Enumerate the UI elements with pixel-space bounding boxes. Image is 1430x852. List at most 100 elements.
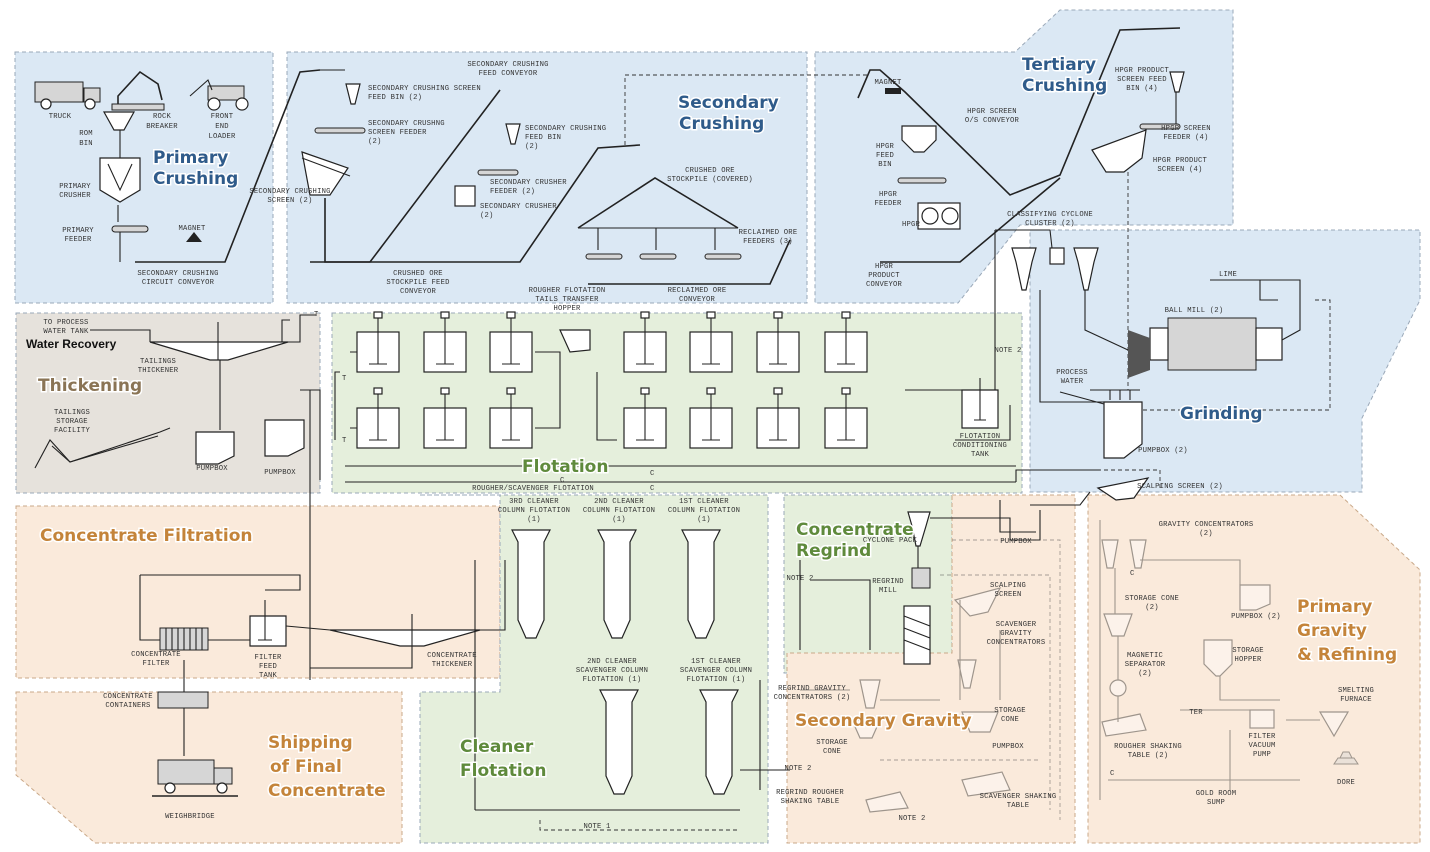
- cleaner-column-3rd: [511, 529, 551, 639]
- secondary-crusher-icon: [454, 185, 476, 207]
- regrind-gravity-concentrator: [859, 679, 881, 709]
- rom-bin: [102, 111, 136, 131]
- marker-t-6: T: [314, 311, 319, 319]
- concentrate-filter-icon: [159, 627, 209, 651]
- marker-t-5: T: [342, 437, 347, 445]
- label-weighbridge: WEIGHBRIDGE: [165, 813, 215, 821]
- label-secondary-crusher: SECONDARY CRUSHER(2): [480, 203, 557, 220]
- dore-icon: [1333, 751, 1359, 765]
- label-pumpbox-grinding: PUMPBOX (2): [1138, 447, 1188, 455]
- crushed-ore-stockpile-conveyor: [310, 144, 641, 263]
- marker-t-4: T: [342, 375, 347, 383]
- zone-titles: Primary Crushing Secondary Crushing Tert…: [26, 54, 1399, 803]
- marker-c-1: C: [560, 477, 565, 485]
- primary-feeder-icon: [111, 205, 149, 233]
- hpgr-icon: [917, 202, 961, 230]
- label-truck: TRUCK: [49, 113, 72, 121]
- zone-title-concentrate-regrind-line1: Concentrate: [796, 520, 914, 540]
- regrind-mill-icon: [903, 567, 931, 665]
- gravity-concentrator-2: [1129, 539, 1147, 569]
- thickening-equipment: [34, 314, 316, 469]
- flotation-cell-r1-2: [423, 311, 467, 373]
- flotation-piping: [300, 329, 1100, 483]
- magnetic-separator-icon: [1109, 679, 1127, 697]
- zone-title-cleaner-flotation: Cleaner Flotation: [460, 737, 546, 781]
- label-magnet-2: MAGNET: [874, 79, 902, 87]
- zone-title-water-recovery: Water Recovery: [26, 337, 117, 351]
- hpgr-product-conveyor: [880, 177, 1061, 263]
- reclaim-feeder-1: [585, 253, 623, 260]
- storage-cone-1: [851, 719, 881, 739]
- magnet-2-icon: [885, 88, 901, 94]
- scavenger-shaking-table: [961, 771, 1011, 797]
- zone-title-secondary-crushing: Secondary Crushing: [678, 93, 785, 134]
- label-note-2-4: NOTE 2: [898, 815, 925, 823]
- cleaner-columns: [511, 529, 739, 795]
- label-pumpbox: PUMPBOX: [196, 465, 228, 473]
- flotation-cell-r2-3: [489, 387, 533, 449]
- flotation-cell-r1-5: [689, 311, 733, 373]
- zone-secondary-crushing: [286, 51, 808, 304]
- scalping-screen: [1096, 477, 1150, 501]
- marker-c-3: C: [650, 485, 655, 493]
- zone-title-secondary-crushing-line1: Secondary: [678, 93, 779, 113]
- flotation-cell-r2-1: [356, 387, 400, 449]
- flotation-cell-r1-1: [356, 311, 400, 373]
- label-gravity-concentrators: GRAVITY CONCENTRATORS(2): [1159, 521, 1254, 538]
- label-pumpbox-2: PUMPBOX: [264, 469, 296, 477]
- marker-c-8: C: [1110, 770, 1115, 778]
- smelting-furnace-icon: [1318, 711, 1350, 738]
- haul-truck-icon: [157, 759, 233, 794]
- secondary-crusher-feeder: [477, 169, 519, 176]
- tertiary-crushing-equipment: [857, 27, 1185, 390]
- flotation-cell-r1-7: [824, 311, 868, 373]
- flotation-cells: [350, 311, 868, 449]
- zone-title-grinding: Grinding: [1180, 404, 1263, 424]
- scavenger-column-2nd: [599, 689, 639, 795]
- zone-title-concentrate-filtration: Concentrate Filtration: [40, 526, 253, 546]
- flotation-cell-r2-2: [423, 387, 467, 449]
- grinding-equipment: [994, 229, 1331, 501]
- rougher-shaking-table: [1101, 713, 1147, 737]
- cleaner-piping: [474, 560, 790, 831]
- zone-title-shipping-line1: Shipping: [268, 733, 353, 753]
- zone-title-shipping-line3: Concentrate: [268, 781, 386, 801]
- zone-title-primary-crushing: Primary Crushing: [153, 148, 238, 189]
- label-lime: LIME: [1219, 271, 1237, 279]
- label-note-2-2: NOTE 2: [786, 575, 813, 583]
- hpgr-product-screen-feed-bin: [1169, 71, 1185, 93]
- flotation-cell-connectors: [350, 351, 561, 429]
- regrind-equipment: [799, 510, 1041, 665]
- zone-title-secondary-gravity: Secondary Gravity: [795, 711, 972, 731]
- label-storage-cone-2: STORAGE CONE(2): [1125, 595, 1179, 612]
- zone-title-tertiary-crushing-line1: Tertiary: [1022, 55, 1096, 75]
- ball-mill-icon: [1128, 317, 1283, 378]
- secondary-crushing-feed-bin: [505, 123, 521, 145]
- label-note-2: NOTE 2: [994, 347, 1021, 355]
- reclaim-feeder-2: [639, 253, 677, 260]
